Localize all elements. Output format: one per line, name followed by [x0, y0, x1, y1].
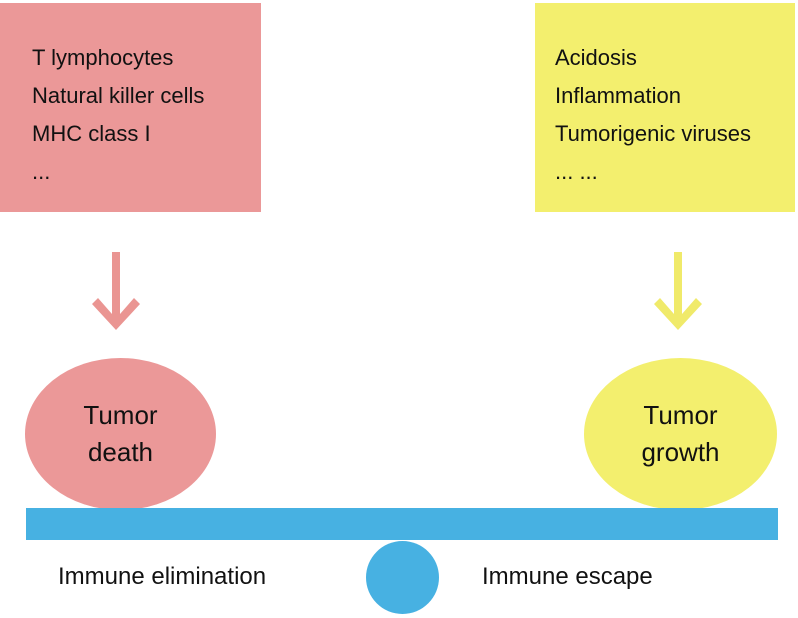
tumor-growth-line2: growth [641, 437, 720, 467]
down-arrow-icon [92, 252, 140, 330]
factor-t-lymphocytes: T lymphocytes [32, 45, 174, 70]
tumor-death-line1: Tumor [83, 400, 158, 430]
balance-fulcrum [366, 541, 439, 614]
down-arrow-icon [654, 252, 702, 330]
immune-elimination-label: Immune elimination [58, 563, 267, 590]
escape-factors-box: Acidosis Inflammation Tumorigenic viruse… [535, 3, 795, 212]
factor-inflammation: Inflammation [555, 83, 681, 108]
balance-beam [26, 508, 778, 540]
tumor-death-line2: death [87, 437, 154, 467]
factor-ellipsis: ... [32, 159, 51, 184]
factor-ellipsis: ... ... [555, 159, 598, 184]
immune-escape-label: Immune escape [482, 563, 653, 590]
tumor-growth-line1: Tumor [643, 400, 718, 430]
factor-natural-killer-cells: Natural killer cells [32, 83, 205, 108]
immune-factors-box: T lymphocytes Natural killer cells MHC c… [0, 3, 261, 212]
factor-tumorigenic-viruses: Tumorigenic viruses [555, 121, 752, 146]
tumor-death-ellipse: Tumor death [25, 358, 216, 510]
factor-acidosis: Acidosis [555, 45, 637, 70]
factor-mhc-class-i: MHC class I [32, 121, 151, 146]
tumor-growth-ellipse: Tumor growth [584, 358, 777, 510]
